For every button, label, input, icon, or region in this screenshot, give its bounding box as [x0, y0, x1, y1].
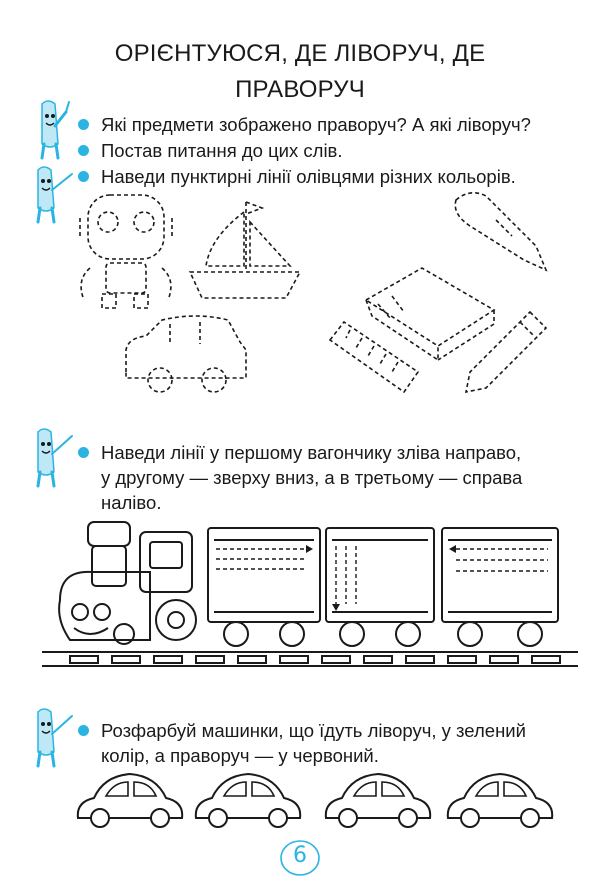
car-1	[76, 773, 184, 828]
pencil-mascot-icon	[36, 428, 73, 488]
pencil-mascot-icon	[36, 166, 73, 224]
page-number: 6	[293, 843, 307, 868]
blue-dot-icon	[78, 145, 89, 156]
blue-dot-icon	[78, 447, 89, 458]
wagon-2	[325, 527, 435, 647]
task-4-line-2: у другому — зверху вниз, а в третьому — …	[101, 467, 523, 488]
pencil-picture	[464, 310, 548, 394]
task-3: Наведи пунктирні лінії олівцями різних к…	[78, 164, 516, 189]
task-5-line-2: колір, а праворуч — у червоний.	[101, 745, 379, 766]
task-4: Наведи лінії у першому вагончику зліва н…	[78, 440, 522, 515]
wagon-3	[441, 527, 559, 647]
task-1-text: Які предмети зображено праворуч? А які л…	[101, 114, 531, 135]
task-2: Постав питання до цих слів.	[78, 138, 343, 163]
eraser-picture	[454, 192, 548, 272]
page-title: ОРІЄНТУЮСЯ, ДЕ ЛІВОРУЧ, ДЕ ПРАВОРУЧ	[60, 36, 540, 108]
task-2-text: Постав питання до цих слів.	[101, 140, 343, 161]
task-4-line-1: Наведи лінії у першому вагончику зліва н…	[101, 442, 522, 463]
book-picture	[364, 267, 496, 362]
blue-dot-icon	[78, 119, 89, 130]
task-5-line-1: Розфарбуй машинки, що їдуть ліворуч, у з…	[101, 720, 526, 741]
robot-picture	[79, 194, 173, 309]
rail-ties	[69, 655, 561, 664]
tracing-pictures	[79, 192, 548, 394]
blue-dot-icon	[78, 725, 89, 736]
car-3	[324, 773, 432, 828]
ruler-picture	[328, 320, 420, 394]
task-5: Розфарбуй машинки, що їдуть ліворуч, у з…	[78, 718, 526, 768]
car-4	[446, 773, 554, 828]
car-2	[194, 773, 302, 828]
task-4-line-3: наліво.	[101, 492, 162, 513]
blue-dot-icon	[78, 171, 89, 182]
car-picture	[125, 315, 247, 393]
pencil-mascot-icon	[40, 100, 70, 160]
title-line-1: ОРІЄНТУЮСЯ, ДЕ ЛІВОРУЧ, ДЕ	[114, 40, 486, 67]
title-line-2: ПРАВОРУЧ	[235, 76, 365, 103]
pencil-mascot-icon	[36, 708, 73, 768]
task-3-text: Наведи пунктирні лінії олівцями різних к…	[101, 166, 516, 187]
sailboat-picture	[188, 201, 302, 299]
page-number-frame	[280, 840, 320, 876]
wagon-1	[207, 527, 321, 647]
task-1: Які предмети зображено праворуч? А які л…	[78, 112, 531, 137]
locomotive-picture	[58, 521, 197, 645]
